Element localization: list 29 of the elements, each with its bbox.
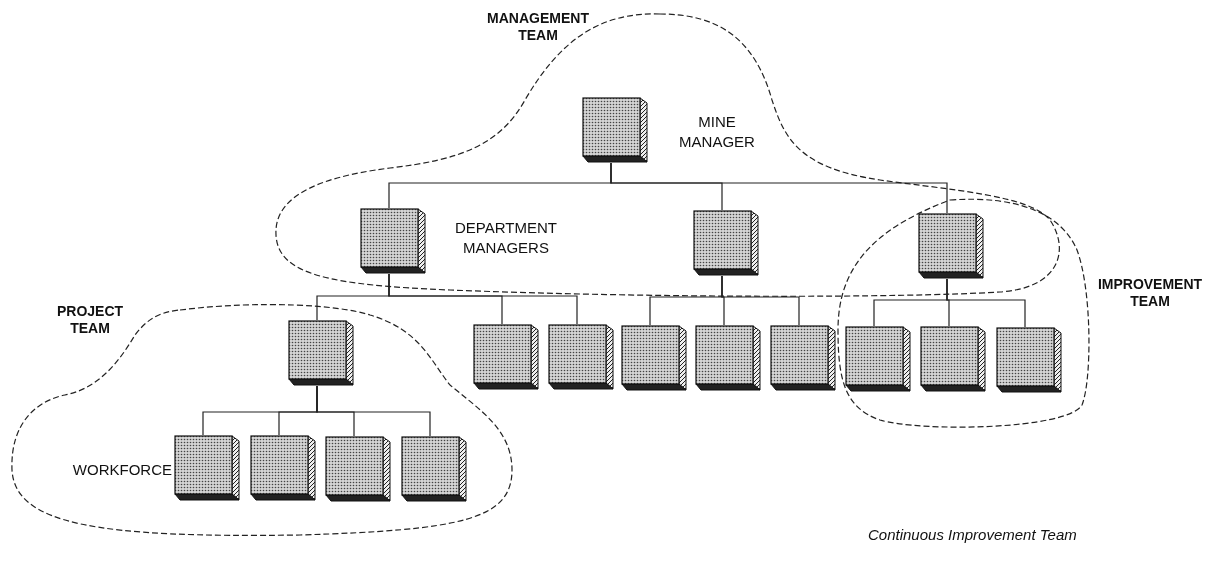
connector-line — [721, 275, 800, 326]
shaded-box — [288, 320, 354, 386]
caption: Continuous Improvement Team — [868, 526, 1077, 543]
shaded-box — [250, 435, 316, 501]
shaded-box — [401, 436, 467, 502]
shaded-box — [770, 325, 836, 391]
role-label: DEPARTMENT MANAGERS — [454, 218, 558, 258]
connector-line — [316, 385, 431, 437]
role-label: MINE MANAGER — [678, 112, 756, 152]
shaded-box — [621, 325, 687, 391]
shaded-box — [582, 97, 648, 163]
connector-line — [610, 162, 948, 214]
shaded-box — [695, 325, 761, 391]
shaded-box — [996, 327, 1062, 393]
team-label: MANAGEMENT TEAM — [486, 10, 590, 44]
shaded-box — [360, 208, 426, 274]
team-label: IMPROVEMENT TEAM — [1096, 276, 1204, 310]
shaded-box — [845, 326, 911, 392]
shaded-box — [174, 435, 240, 501]
shaded-box — [325, 436, 391, 502]
shaded-box — [918, 213, 984, 279]
shaded-box — [473, 324, 539, 390]
team-label: PROJECT TEAM — [55, 303, 125, 337]
role-label: WORKFORCE — [71, 460, 172, 480]
connector-line — [388, 273, 578, 325]
shaded-box — [693, 210, 759, 276]
shaded-box — [920, 326, 986, 392]
shaded-box — [548, 324, 614, 390]
connector-line — [946, 278, 1026, 328]
